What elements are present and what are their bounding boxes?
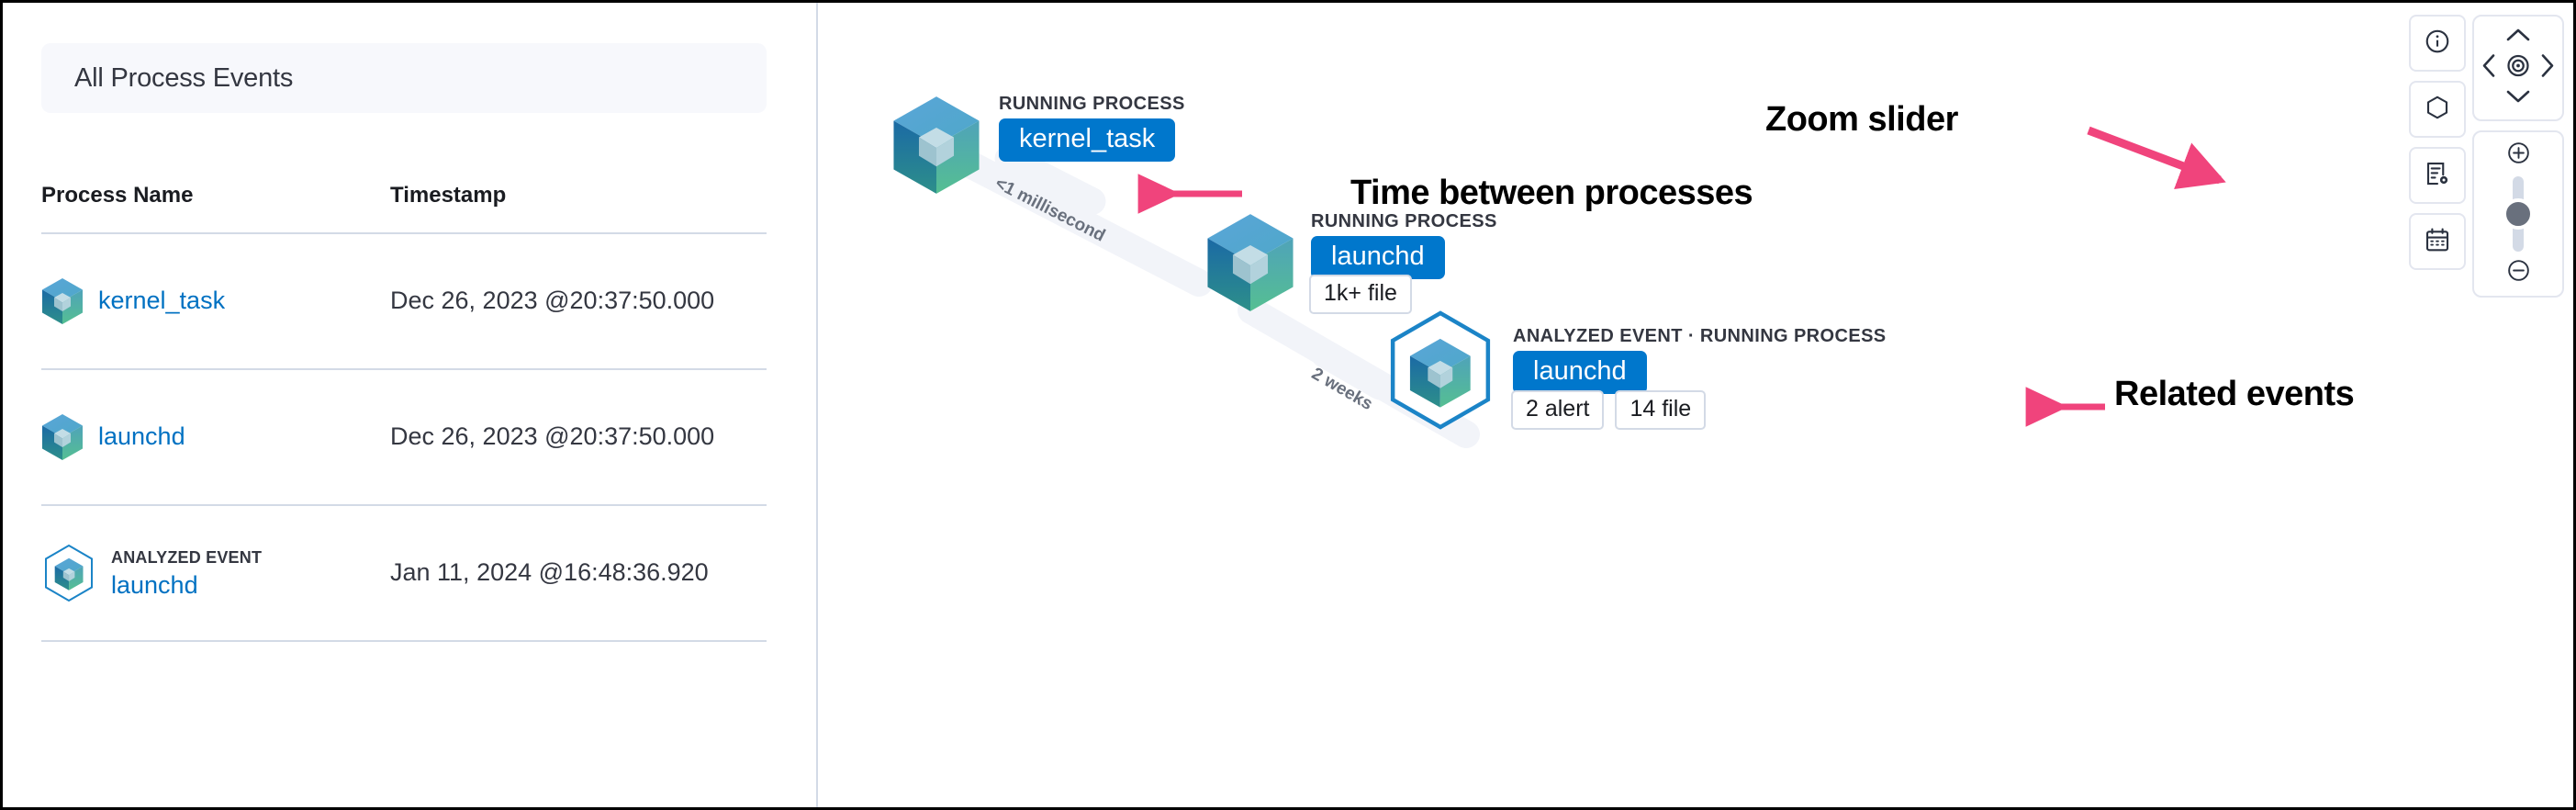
cube-icon	[41, 413, 84, 461]
process-name-text: ANALYZED EVENT launchd	[111, 546, 262, 602]
process-name-text: launchd	[98, 422, 185, 453]
timestamp-date: Dec 26, 2023 @	[390, 287, 570, 315]
chevron-left-icon	[2481, 54, 2497, 83]
list-settings-button[interactable]	[2409, 147, 2466, 204]
column-header-timestamp: Timestamp	[390, 183, 507, 208]
timestamp-date: Jan 11, 2024 @	[390, 558, 565, 587]
process-name-link[interactable]: launchd	[111, 570, 198, 599]
graph-node-launchd-analyzed[interactable]	[1384, 309, 1496, 435]
graph-node-launchd-analyzed-badges: 2 alert 14 file	[1511, 390, 1707, 430]
timestamp-date: Dec 26, 2023 @	[390, 422, 570, 451]
graph-node-launchd-running-badges: 1k+ file	[1309, 275, 1412, 314]
node-kind-label: RUNNING PROCESS	[999, 94, 1185, 114]
node-kind-label: ANALYZED EVENT · RUNNING PROCESS	[1513, 326, 1887, 346]
process-graph-canvas[interactable]: <1 millisecond 2 weeks RUNNING PROCESS k…	[820, 3, 2573, 807]
edge-label-bg-2	[1310, 340, 1394, 400]
pan-up-button[interactable]	[2505, 27, 2531, 48]
table-header-row: Process Name Timestamp	[41, 183, 767, 234]
edge-1	[923, 133, 1213, 297]
cube-hex-icon	[1384, 310, 1496, 434]
cell-process-name: launchd	[41, 413, 390, 461]
process-events-table: Process Name Timestamp	[41, 183, 767, 642]
pan-center-button[interactable]	[2504, 52, 2532, 84]
badge-file-count[interactable]: 14 file	[1615, 390, 1707, 430]
chevron-right-icon	[2539, 54, 2556, 83]
process-name-text: kernel_task	[98, 286, 225, 317]
hexagon-filter-button[interactable]	[2409, 81, 2466, 138]
graph-node-launchd-running[interactable]	[1205, 212, 1295, 318]
info-circle-icon	[2424, 28, 2451, 60]
edge-label-bg-1	[994, 144, 1106, 216]
minus-circle-icon	[2506, 258, 2531, 287]
zoom-out-button[interactable]	[2505, 260, 2531, 286]
node-name-pill[interactable]: kernel_task	[999, 118, 1176, 163]
cube-icon	[891, 96, 981, 199]
cell-timestamp: Jan 11, 2024 @ 16:48:36.920	[390, 555, 757, 591]
annotation-time-between-processes: Time between processes	[1350, 174, 1753, 212]
zoom-in-button[interactable]	[2505, 142, 2531, 168]
calendar-icon	[2424, 226, 2451, 258]
cell-timestamp: Dec 26, 2023 @ 20:37:50.000	[390, 419, 757, 455]
process-events-panel: All Process Events Process Name Timestam…	[3, 3, 818, 807]
calendar-button[interactable]	[2409, 213, 2466, 270]
column-header-process-name: Process Name	[41, 183, 194, 208]
chevron-up-icon	[2505, 28, 2531, 47]
zoom-slider-track[interactable]	[2503, 176, 2534, 252]
timestamp-time: 20:37:50.000	[569, 287, 715, 315]
center-target-icon	[2504, 54, 2532, 84]
node-name-pill[interactable]: launchd	[1311, 236, 1445, 280]
table-row[interactable]: kernel_task Dec 26, 2023 @ 20:37:50.000	[41, 234, 767, 370]
graph-node-kernel-task[interactable]	[891, 95, 981, 200]
cube-icon	[41, 277, 84, 325]
badge-alert-count[interactable]: 2 alert	[1511, 390, 1605, 430]
annotation-zoom-slider: Zoom slider	[1765, 100, 1958, 139]
process-name-link[interactable]: kernel_task	[98, 287, 226, 315]
graph-node-kernel-task-label: RUNNING PROCESS kernel_task	[999, 94, 1185, 163]
node-kind-label: RUNNING PROCESS	[1311, 211, 1497, 231]
cell-timestamp: Dec 26, 2023 @ 20:37:50.000	[390, 283, 757, 319]
badge-file-count[interactable]: 1k+ file	[1309, 275, 1412, 314]
event-kind-label: ANALYZED EVENT	[111, 547, 263, 567]
info-button[interactable]	[2409, 15, 2466, 72]
pan-right-button[interactable]	[2539, 53, 2556, 84]
cell-process-name: kernel_task	[41, 277, 390, 325]
cube-icon	[1205, 214, 1295, 317]
graph-node-launchd-analyzed-label: ANALYZED EVENT · RUNNING PROCESS launchd	[1513, 326, 1887, 395]
graph-node-launchd-running-label: RUNNING PROCESS launchd	[1311, 211, 1497, 280]
pan-pad[interactable]	[2472, 15, 2564, 121]
pan-down-button[interactable]	[2505, 88, 2531, 109]
table-row[interactable]: ANALYZED EVENT launchd Jan 11, 2024 @ 16…	[41, 506, 767, 642]
graph-tools-column	[2409, 15, 2466, 270]
zoom-slider-thumb[interactable]	[2503, 198, 2534, 230]
cube-hex-icon	[41, 544, 96, 602]
node-name-pill[interactable]: launchd	[1513, 351, 1647, 395]
annotation-related-events: Related events	[2114, 375, 2355, 413]
chevron-down-icon	[2505, 90, 2531, 108]
plus-circle-icon	[2506, 141, 2531, 170]
panel-header: All Process Events	[41, 43, 767, 113]
page-title: All Process Events	[74, 62, 294, 93]
list-settings-icon	[2424, 160, 2451, 192]
cell-process-name: ANALYZED EVENT launchd	[41, 544, 390, 602]
process-name-link[interactable]: launchd	[98, 422, 185, 451]
timestamp-time: 20:37:50.000	[569, 422, 715, 451]
timestamp-time: 16:48:36.920	[564, 558, 709, 587]
table-row[interactable]: launchd Dec 26, 2023 @ 20:37:50.000	[41, 370, 767, 506]
hexagon-icon	[2424, 94, 2451, 126]
pan-left-button[interactable]	[2481, 53, 2497, 84]
zoom-slider-control[interactable]	[2472, 130, 2564, 298]
